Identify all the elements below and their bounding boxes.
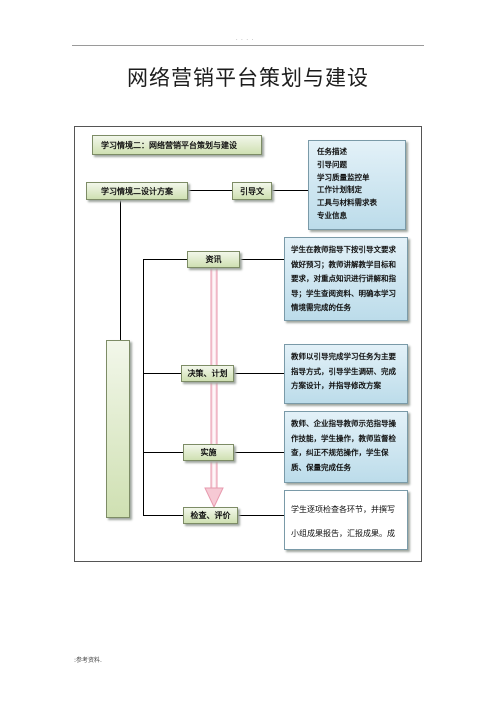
- connector-jueci-to-desc: [234, 373, 284, 374]
- connector-zixun-to-desc: [240, 259, 284, 260]
- guide-item: 工具与材料需求表: [317, 198, 377, 208]
- top-situation-box: 学习情境二：网络营销平台策划与建设: [92, 135, 262, 155]
- flow-arrow: [204, 264, 224, 508]
- diagram-frame: [74, 126, 422, 562]
- left-stage-bar: [106, 340, 130, 518]
- guide-item: 任务描述: [317, 147, 347, 156]
- footer-note: :参考资料.: [74, 657, 102, 664]
- step-zixun-box: 资讯: [187, 251, 240, 268]
- header-mark: . . . .: [236, 36, 255, 42]
- guide-item: 引导问题: [317, 159, 347, 169]
- connector-shishi-to-desc: [234, 452, 284, 453]
- connector-spine-to-zixun: [143, 259, 187, 260]
- connector-spine-to-jiancha: [143, 515, 183, 516]
- guide-items-box: 任务描述 引导问题 学习质量监控单 工作计划制定 工具与材料需求表 专业信息: [308, 140, 406, 230]
- guide-item: 专业信息: [317, 210, 347, 220]
- connector-spine-to-shishi: [143, 452, 183, 453]
- step-shishi-desc: 教师、企业指导教师示范指导操作技能，学生操作，教师监督检查，纠正不规范操作，学生…: [284, 411, 408, 483]
- step-jiancha-box: 检查、评价: [183, 507, 238, 524]
- design-plan-box: 学习情境二设计方案: [86, 182, 188, 200]
- connector-spine-to-jueci: [143, 373, 181, 374]
- connector-guide-to-items: [272, 190, 308, 191]
- connector-jiancha-to-desc: [238, 515, 284, 516]
- step-jueci-box: 决策、计划: [181, 365, 234, 382]
- page-title: 网络营销平台策划与建设: [127, 66, 369, 90]
- step-jueci-desc: 教师以引导完成学习任务为主要指导方式，引导学生调研、完成方案设计，并指导修改方案: [284, 344, 408, 404]
- guide-text-box: 引导文: [232, 182, 272, 200]
- connector-left-vertical: [120, 198, 121, 340]
- step-zixun-desc: 学生在教师指导下按引导文要求做好预习；教师讲解教学目标和要求，对重点知识进行讲解…: [284, 237, 408, 321]
- guide-item: 工作计划制定: [317, 185, 362, 195]
- guide-items-list: 任务描述 引导问题 学习质量监控单 工作计划制定 工具与材料需求表 专业信息: [317, 146, 397, 223]
- connector-design-to-guide: [188, 190, 232, 191]
- connector-spine: [143, 259, 144, 515]
- guide-item: 学习质量监控单: [317, 172, 370, 182]
- step-jiancha-desc: 学生逐项检查各环节，并撰写小组成果报告，汇报成果。成: [284, 490, 408, 550]
- header-rule: [72, 45, 424, 46]
- step-shishi-box: 实施: [183, 444, 234, 461]
